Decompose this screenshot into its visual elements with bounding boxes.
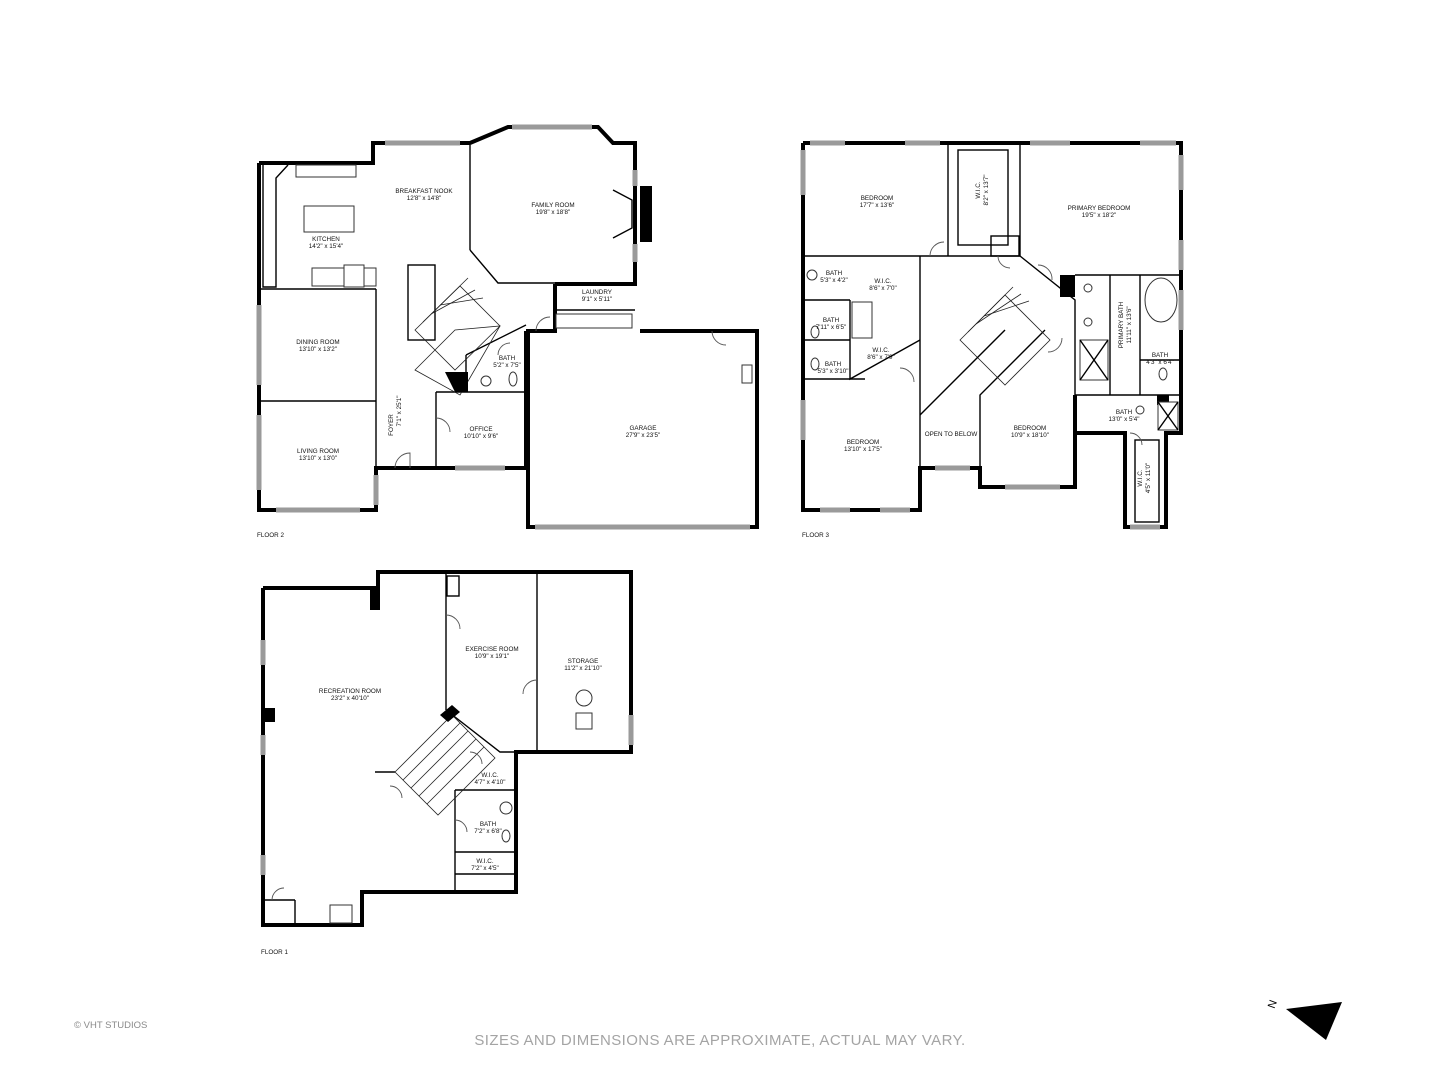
room-label-bath-f3-e: BATH (1116, 409, 1133, 416)
room-label-wic-4: W.I.C. (1137, 469, 1144, 486)
room-dim-wic-2: 8'6" x 7'0" (869, 285, 897, 292)
room-dim-storage: 11'2" x 21'10" (564, 665, 602, 672)
room-dim-primary-bedroom: 19'5" x 18'2" (1082, 212, 1117, 219)
room-label-wic-2: W.I.C. (874, 278, 891, 285)
room-label-bedroom-2: BEDROOM (847, 439, 880, 446)
room-label-breakfast-nook: BREAKFAST NOOK (395, 188, 453, 195)
room-dim-bath-f2: 5'2" x 7'5" (493, 362, 521, 369)
room-label-wic-f1-a: W.I.C. (481, 772, 498, 779)
room-label-foyer: FOYER (388, 414, 395, 436)
room-dim-primary-bath: 11'11" x 13'6" (1126, 306, 1133, 343)
room-dim-laundry: 9'1" x 5'11" (582, 296, 613, 303)
copyright-credit: © VHT STUDIOS (74, 1020, 148, 1031)
room-dim-bedroom-3: 10'9" x 18'10" (1011, 432, 1049, 439)
room-dim-breakfast-nook: 12'8" x 14'8" (407, 195, 442, 202)
room-label-bedroom-3: BEDROOM (1014, 425, 1047, 432)
room-dim-living-room: 13'10" x 13'0" (299, 455, 337, 462)
room-label-exercise-room: EXERCISE ROOM (465, 646, 518, 653)
room-label-primary-bedroom: PRIMARY BEDROOM (1068, 205, 1131, 212)
room-dim-foyer: 7'1" x 25'1" (396, 395, 403, 426)
room-label-bath-f3-d: BATH (1152, 352, 1169, 359)
room-dim-wic-1: 8'2" x 13'7" (983, 174, 990, 205)
room-dim-bedroom-1: 17'7" x 13'6" (860, 202, 895, 209)
room-label-bath-f1: BATH (480, 821, 497, 828)
room-label-office: OFFICE (469, 426, 492, 433)
room-label-bath-f3-c: BATH (825, 361, 842, 368)
room-label-storage: STORAGE (568, 658, 599, 665)
room-dim-recreation-room: 23'2" x 40'10" (331, 695, 369, 702)
room-label-laundry: LAUNDRY (582, 289, 613, 296)
room-label-living-room: LIVING ROOM (297, 448, 339, 455)
room-dim-bath-f1: 7'2" x 6'8" (474, 828, 502, 835)
room-dim-wic-f1-a: 4'7" x 4'10" (474, 779, 505, 786)
north-label: N (1266, 999, 1280, 1011)
room-dim-wic-4: 4'5" x 11'0" (1145, 463, 1152, 494)
room-label-recreation-room: RECREATION ROOM (319, 688, 381, 695)
floor-3-plan (800, 140, 1184, 530)
room-dim-bedroom-2: 13'10" x 17'5" (844, 446, 882, 453)
room-dim-garage: 27'9" x 23'5" (626, 432, 661, 439)
room-label-garage: GARAGE (630, 425, 657, 432)
room-dim-wic-3: 8'6" x 7'9" (867, 354, 895, 361)
room-label-wic-3: W.I.C. (872, 347, 889, 354)
room-label-bedroom-1: BEDROOM (861, 195, 894, 202)
floor-1-plan (260, 570, 634, 927)
room-dim-bath-f3-d: 4'3" x 6'4" (1146, 359, 1174, 366)
room-dim-dining-room: 13'10" x 13'2" (299, 346, 337, 353)
room-label-dining-room: DINING ROOM (296, 339, 339, 346)
room-label-wic-f1-b: W.I.C. (476, 858, 493, 865)
room-dim-bath-f3-a: 5'3" x 4'2" (820, 277, 848, 284)
floor-label-1: FLOOR 1 (261, 949, 288, 956)
floor-label-2: FLOOR 2 (257, 532, 284, 539)
floor-2-plan (256, 124, 759, 530)
room-label-wic-1: W.I.C. (975, 181, 982, 198)
room-dim-exercise-room: 10'9" x 19'1" (475, 653, 510, 660)
room-dim-kitchen: 14'2" x 15'4" (309, 243, 344, 250)
room-dim-bath-f3-e: 13'0" x 5'4" (1108, 416, 1139, 423)
disclaimer-text: SIZES AND DIMENSIONS ARE APPROXIMATE, AC… (474, 1032, 966, 1049)
room-dim-family-room: 19'8" x 18'8" (536, 209, 571, 216)
room-label-family-room: FAMILY ROOM (531, 202, 574, 209)
room-dim-bath-f3-b: 7'11" x 6'5" (816, 324, 847, 331)
room-dim-bath-f3-c: 5'3" x 3'10" (817, 368, 848, 375)
room-dim-wic-f1-b: 7'2" x 4'5" (471, 865, 499, 872)
room-label-bath-f3-a: BATH (826, 270, 843, 277)
room-dim-office: 10'10" x 9'6" (464, 433, 499, 440)
room-label-open-to-below: OPEN TO BELOW (925, 431, 978, 438)
room-label-bath-f2: BATH (499, 355, 516, 362)
floor-label-3: FLOOR 3 (802, 532, 829, 539)
north-arrow-icon: N (1266, 999, 1342, 1040)
room-label-primary-bath: PRIMARY BATH (1118, 301, 1125, 348)
room-label-bath-f3-b: BATH (823, 317, 840, 324)
room-label-kitchen: KITCHEN (312, 236, 340, 243)
